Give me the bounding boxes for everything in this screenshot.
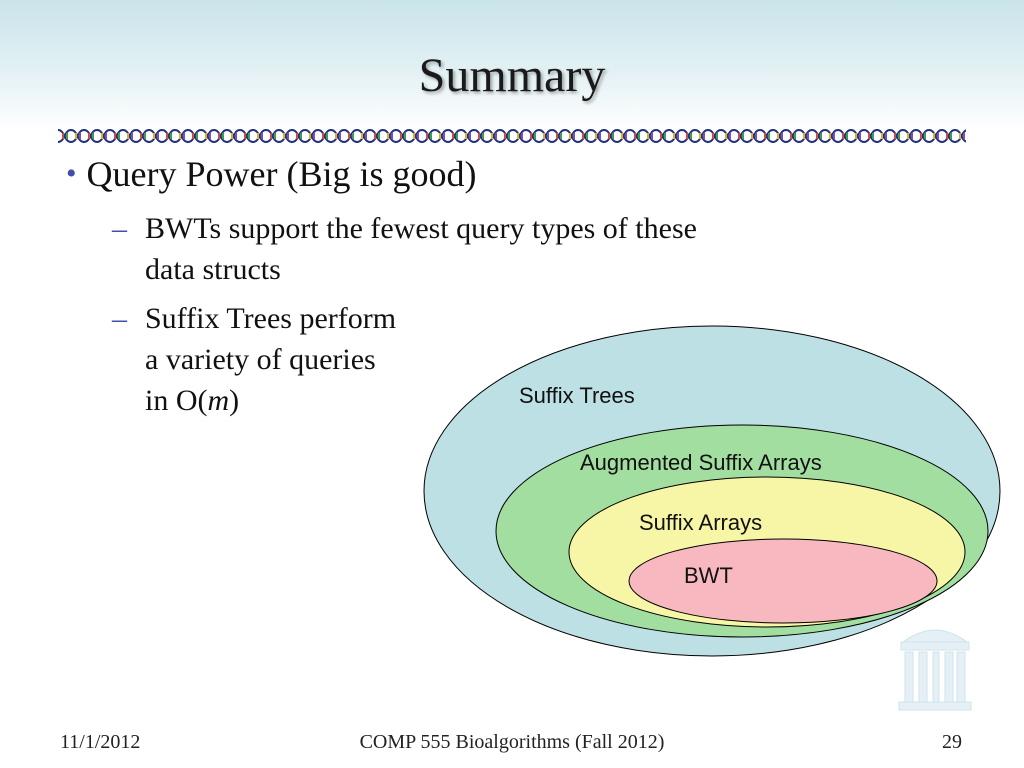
label-suffix-arrays: Suffix Arrays [639,510,762,535]
subbullet-line: BWTs support the fewest query types of t… [145,212,697,245]
bullet-dot-icon: • [66,157,77,190]
subbullet-text: ) [229,384,240,417]
label-augmented-suffix-arrays: Augmented Suffix Arrays [580,450,822,475]
subbullet-line: Suffix Trees perform [145,302,397,335]
footer-course: COMP 555 Bioalgorithms (Fall 2012) [359,731,665,753]
label-suffix-trees: Suffix Trees [519,383,635,408]
subbullet-text: in O( [145,384,208,417]
header-background [0,0,1024,130]
subbullet-line: data structs [145,253,281,286]
set-bwt [628,538,938,624]
subbullet-line: in O(m) [145,380,396,421]
variable-m: m [207,384,230,417]
slide-title: Summary [418,49,606,102]
bullet-query-power: • Query Power (Big is good) [66,152,476,199]
footer-date: 11/1/2012 [60,731,141,753]
label-bwt: BWT [684,563,733,588]
subbullet-line: a variety of queries [145,343,376,376]
dash-icon: – [112,302,127,335]
footer-page-number: 29 [942,731,962,753]
dna-divider-icon [58,126,966,146]
bullet-text: Query Power (Big is good) [86,154,477,194]
dash-icon: – [112,212,127,245]
venn-diagram: Suffix Trees Augmented Suffix Arrays Suf… [423,325,1001,657]
old-well-logo-icon [898,629,972,711]
